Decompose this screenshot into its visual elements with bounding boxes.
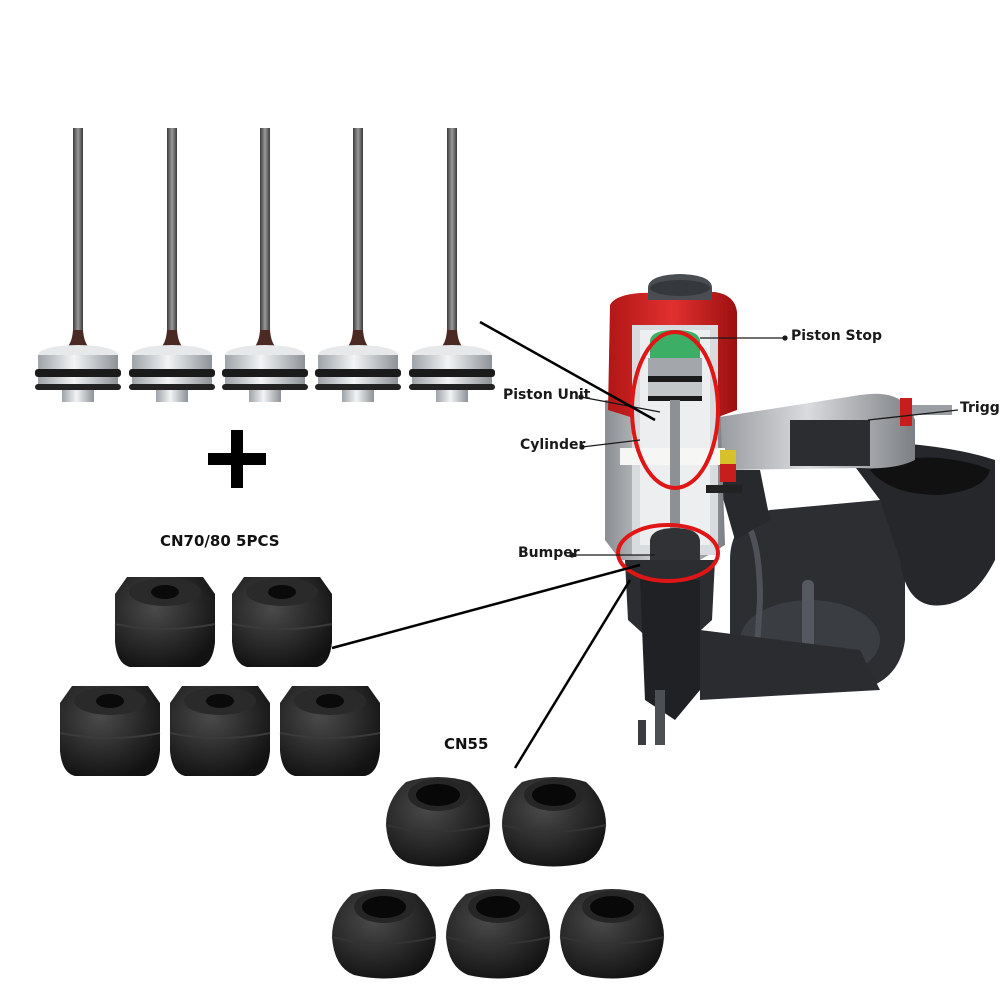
- cn55-bumper-group: [331, 777, 665, 979]
- piston-unit: [222, 128, 308, 402]
- cn7080-bumper: [114, 577, 216, 667]
- cn55-bumper: [501, 777, 607, 867]
- callout-lines: [569, 335, 959, 558]
- cn7080-bumper: [169, 686, 271, 776]
- label-cylinder: Cylinder: [520, 437, 586, 453]
- label-piston-stop: Piston Stop: [791, 328, 882, 344]
- label-cn55: CN55: [444, 735, 489, 753]
- label-bumper: Bumper: [518, 545, 580, 561]
- coil-nailer-tool: [605, 274, 995, 745]
- label-trigger: Trigger: [960, 400, 1000, 416]
- pointer-lines: [331, 320, 656, 769]
- piston-unit: [315, 128, 401, 402]
- cn7080-bumper-group: [59, 577, 381, 776]
- piston-unit-group: [35, 128, 495, 402]
- cn55-bumper: [559, 889, 665, 979]
- piston-unit: [409, 128, 495, 402]
- piston-highlight-ring: [630, 330, 720, 490]
- bumper-highlight-ring: [616, 523, 720, 583]
- cn55-bumper: [385, 777, 491, 867]
- cn7080-bumper: [279, 686, 381, 776]
- cn55-bumper: [331, 889, 437, 979]
- cn55-bumper: [445, 889, 551, 979]
- cn7080-bumper: [231, 577, 333, 667]
- piston-unit: [35, 128, 121, 402]
- label-piston-unit: Piston Unit: [503, 387, 591, 403]
- label-cn7080: CN70/80 5PCS: [160, 532, 280, 550]
- plus-icon: [208, 430, 266, 488]
- cn7080-bumper: [59, 686, 161, 776]
- piston-unit: [129, 128, 215, 402]
